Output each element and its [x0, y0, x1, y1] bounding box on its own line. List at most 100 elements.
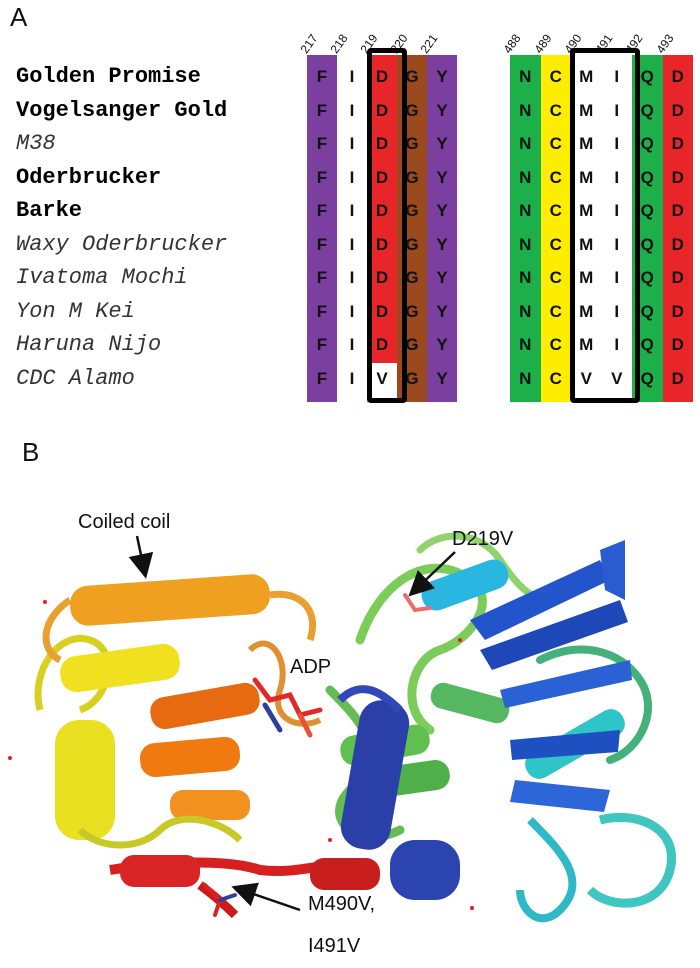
residue-cell: C: [549, 201, 562, 220]
residue-cell: D: [375, 335, 389, 354]
residue-cell: Q: [640, 134, 654, 153]
residue-cell: D: [375, 268, 389, 287]
residue-cell: Y: [436, 134, 448, 153]
residue-cell: Q: [640, 301, 654, 321]
residue-cell: C: [549, 268, 562, 287]
residue-cell: I: [614, 301, 620, 321]
residue-cell: N: [519, 335, 532, 354]
residue-cell: D: [375, 100, 389, 120]
residue-cell: G: [405, 134, 419, 153]
residue-cell: C: [549, 368, 562, 388]
residue-cell: D: [375, 234, 389, 254]
residue-cell: Q: [640, 100, 654, 120]
cultivar-name: Ivatoma Mochi: [16, 265, 188, 290]
residue-column: [367, 55, 397, 402]
residue-cell: D: [671, 134, 684, 153]
residue-cell: M: [579, 167, 594, 187]
residue-cell: D: [671, 67, 684, 86]
yellow-orange-domain: [34, 635, 322, 849]
residue-column: [427, 55, 457, 402]
residue-cell: G: [405, 234, 419, 254]
residue-cell: I: [614, 201, 620, 220]
coiled-coil-label: Coiled coil: [78, 511, 170, 533]
residue-cell: I: [614, 100, 620, 120]
residue-cell: D: [671, 335, 684, 354]
residue-cell: M: [579, 201, 594, 220]
position-label: 217: [297, 31, 321, 56]
residue-cell: N: [519, 167, 532, 187]
residue-cell: N: [519, 67, 532, 86]
residue-cell: F: [316, 100, 328, 120]
residue-column: [571, 55, 602, 402]
residue-column: [510, 55, 541, 402]
residue-cell: I: [614, 335, 620, 354]
residue-cell: Q: [640, 201, 654, 220]
residue-cell: N: [519, 100, 532, 120]
residue-cell: D: [671, 201, 684, 220]
blue-helices: [337, 685, 460, 900]
d219v-sidechain: [403, 593, 432, 613]
position-number: 493: [653, 16, 693, 56]
residue-cell: Y: [436, 301, 448, 321]
residue-cell: C: [549, 134, 562, 153]
residue-cell: I: [349, 234, 355, 254]
residue-cell: D: [375, 134, 389, 153]
residue-cell: I: [349, 67, 355, 86]
panel-a-label: A: [10, 2, 28, 32]
residue-cell: G: [405, 335, 419, 354]
residue-cell: M: [579, 67, 594, 86]
residue-cell: D: [375, 201, 389, 220]
residue-cell: F: [316, 167, 328, 187]
protein-structure-cartoon: Coiled coil D219V ADP M490V, I491V: [8, 511, 676, 957]
residue-cell: F: [316, 301, 328, 321]
residue-cell: Y: [436, 201, 448, 220]
residue-cell: I: [614, 234, 620, 254]
residue-cell: G: [405, 100, 419, 120]
residue-cell: Q: [640, 335, 654, 354]
residue-cell: M: [579, 100, 594, 120]
residue-cell: D: [375, 167, 389, 187]
residue-cell: M: [579, 301, 594, 321]
i491v-label: I491V: [308, 935, 361, 957]
residue-cell: F: [316, 335, 328, 354]
d219v-label: D219V: [452, 528, 514, 550]
residue-cell: N: [519, 134, 532, 153]
residue-cell: D: [671, 100, 684, 120]
residue-cell: N: [519, 268, 532, 287]
cyan-domain: [421, 559, 676, 923]
adp-label: ADP: [290, 656, 331, 678]
residue-cell: I: [349, 201, 355, 220]
residue-cell: Q: [640, 368, 654, 388]
residue-cell: V: [611, 368, 623, 388]
residue-cell: G: [405, 368, 419, 388]
residue-cell: D: [671, 167, 684, 187]
residue-cell: F: [316, 234, 328, 254]
residue-cell: C: [549, 234, 562, 254]
residue-cell: N: [519, 201, 532, 220]
residue-cell: C: [549, 301, 562, 321]
residue-cell: Q: [640, 268, 654, 287]
residue-cell: D: [375, 301, 389, 321]
highlight-box-219: [367, 48, 407, 403]
residue-cell: D: [671, 268, 684, 287]
cultivar-name: CDC Alamo: [16, 365, 135, 391]
residue-cell: F: [316, 134, 328, 153]
d219v-arrow: [408, 551, 456, 597]
cultivar-name: Oderbrucker: [16, 164, 162, 190]
residue-cell: I: [349, 100, 355, 120]
adp-ligand: [252, 677, 323, 738]
cultivar-name: Yon M Kei: [16, 298, 135, 324]
residue-cell: D: [375, 67, 389, 86]
residue-column: [307, 55, 337, 402]
residue-cell: C: [549, 167, 562, 187]
cultivar-name: M38: [16, 131, 56, 156]
residue-cell: D: [671, 368, 684, 388]
residue-column: [662, 55, 693, 402]
residue-cell: I: [349, 167, 355, 187]
residue-cell: N: [519, 234, 532, 254]
residue-column: [337, 55, 367, 402]
residue-cell: M: [579, 335, 594, 354]
residue-cell: F: [316, 67, 328, 86]
residue-cell: I: [614, 67, 620, 86]
cultivar-name: Haruna Nijo: [16, 332, 162, 357]
